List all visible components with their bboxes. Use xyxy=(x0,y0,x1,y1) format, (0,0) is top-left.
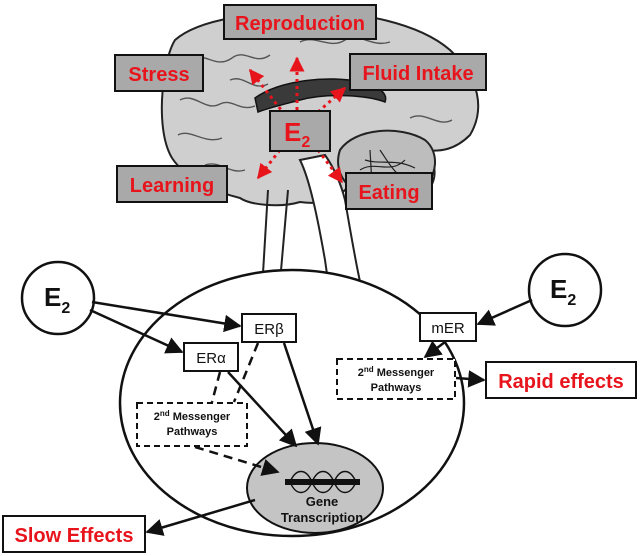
fluid-intake-box: Fluid Intake xyxy=(349,53,487,91)
dashed-erbeta-messenger xyxy=(232,342,260,403)
mer-box: mER xyxy=(419,312,477,342)
learning-box: Learning xyxy=(116,165,228,203)
rapid-effects-box: Rapid effects xyxy=(485,361,637,399)
arrow-eralpha-to-gene xyxy=(227,371,298,448)
pathway-arrows xyxy=(89,298,533,536)
transcription-label: Transcription xyxy=(281,510,363,525)
arrow-e2-to-erbeta xyxy=(91,300,242,333)
e2-circle-right: E2 xyxy=(527,252,603,328)
arrow-messenger-to-rapid xyxy=(455,370,486,388)
e2-label: E2 xyxy=(284,117,310,151)
er-alpha-label: ERα xyxy=(196,350,226,367)
slow-effects-box: Slow Effects xyxy=(2,515,146,553)
e2-circle-left-label: E2 xyxy=(44,282,70,317)
second-messenger-right-line1: 2nd Messenger xyxy=(358,365,435,379)
eating-label: Eating xyxy=(358,182,419,204)
eating-box: Eating xyxy=(345,172,433,210)
second-messenger-left-line1: 2nd Messenger xyxy=(154,409,231,423)
stress-label: Stress xyxy=(128,64,189,86)
fluid-intake-label: Fluid Intake xyxy=(362,63,473,85)
er-beta-label: ERβ xyxy=(254,321,284,338)
second-messenger-right-box: 2nd Messenger Pathways xyxy=(336,358,456,400)
reproduction-box: Reproduction xyxy=(223,4,377,40)
er-alpha-box: ERα xyxy=(183,342,239,372)
arrow-erbeta-to-gene xyxy=(282,342,322,446)
dna-helix xyxy=(289,470,357,494)
reproduction-label: Reproduction xyxy=(235,13,365,35)
mer-label: mER xyxy=(431,320,465,337)
er-beta-box: ERβ xyxy=(241,313,297,343)
arrow-mer-to-messenger xyxy=(423,340,446,359)
stress-box: Stress xyxy=(114,54,204,92)
learning-label: Learning xyxy=(130,175,214,197)
red-arrows xyxy=(248,56,347,184)
e2-circle-right-label: E2 xyxy=(550,274,576,309)
connector-line-right xyxy=(279,189,289,283)
arrow-e2-to-eralpha xyxy=(89,308,184,354)
dashed-eralpha-messenger xyxy=(210,371,222,403)
second-messenger-left-box: 2nd Messenger Pathways xyxy=(136,402,248,447)
nucleus: Gene Transcription xyxy=(246,442,384,534)
arrow-e2-to-mer xyxy=(476,298,533,326)
arrow-nucleus-to-slow xyxy=(145,498,256,536)
slow-effects-label: Slow Effects xyxy=(15,525,134,547)
second-messenger-left-line2: Pathways xyxy=(167,426,218,438)
brain-e2-box: E2 xyxy=(269,110,331,152)
gene-label: Gene xyxy=(306,494,339,509)
e2-circle-left: E2 xyxy=(20,260,96,336)
second-messenger-right-line2: Pathways xyxy=(371,382,422,394)
rapid-effects-label: Rapid effects xyxy=(498,371,624,393)
